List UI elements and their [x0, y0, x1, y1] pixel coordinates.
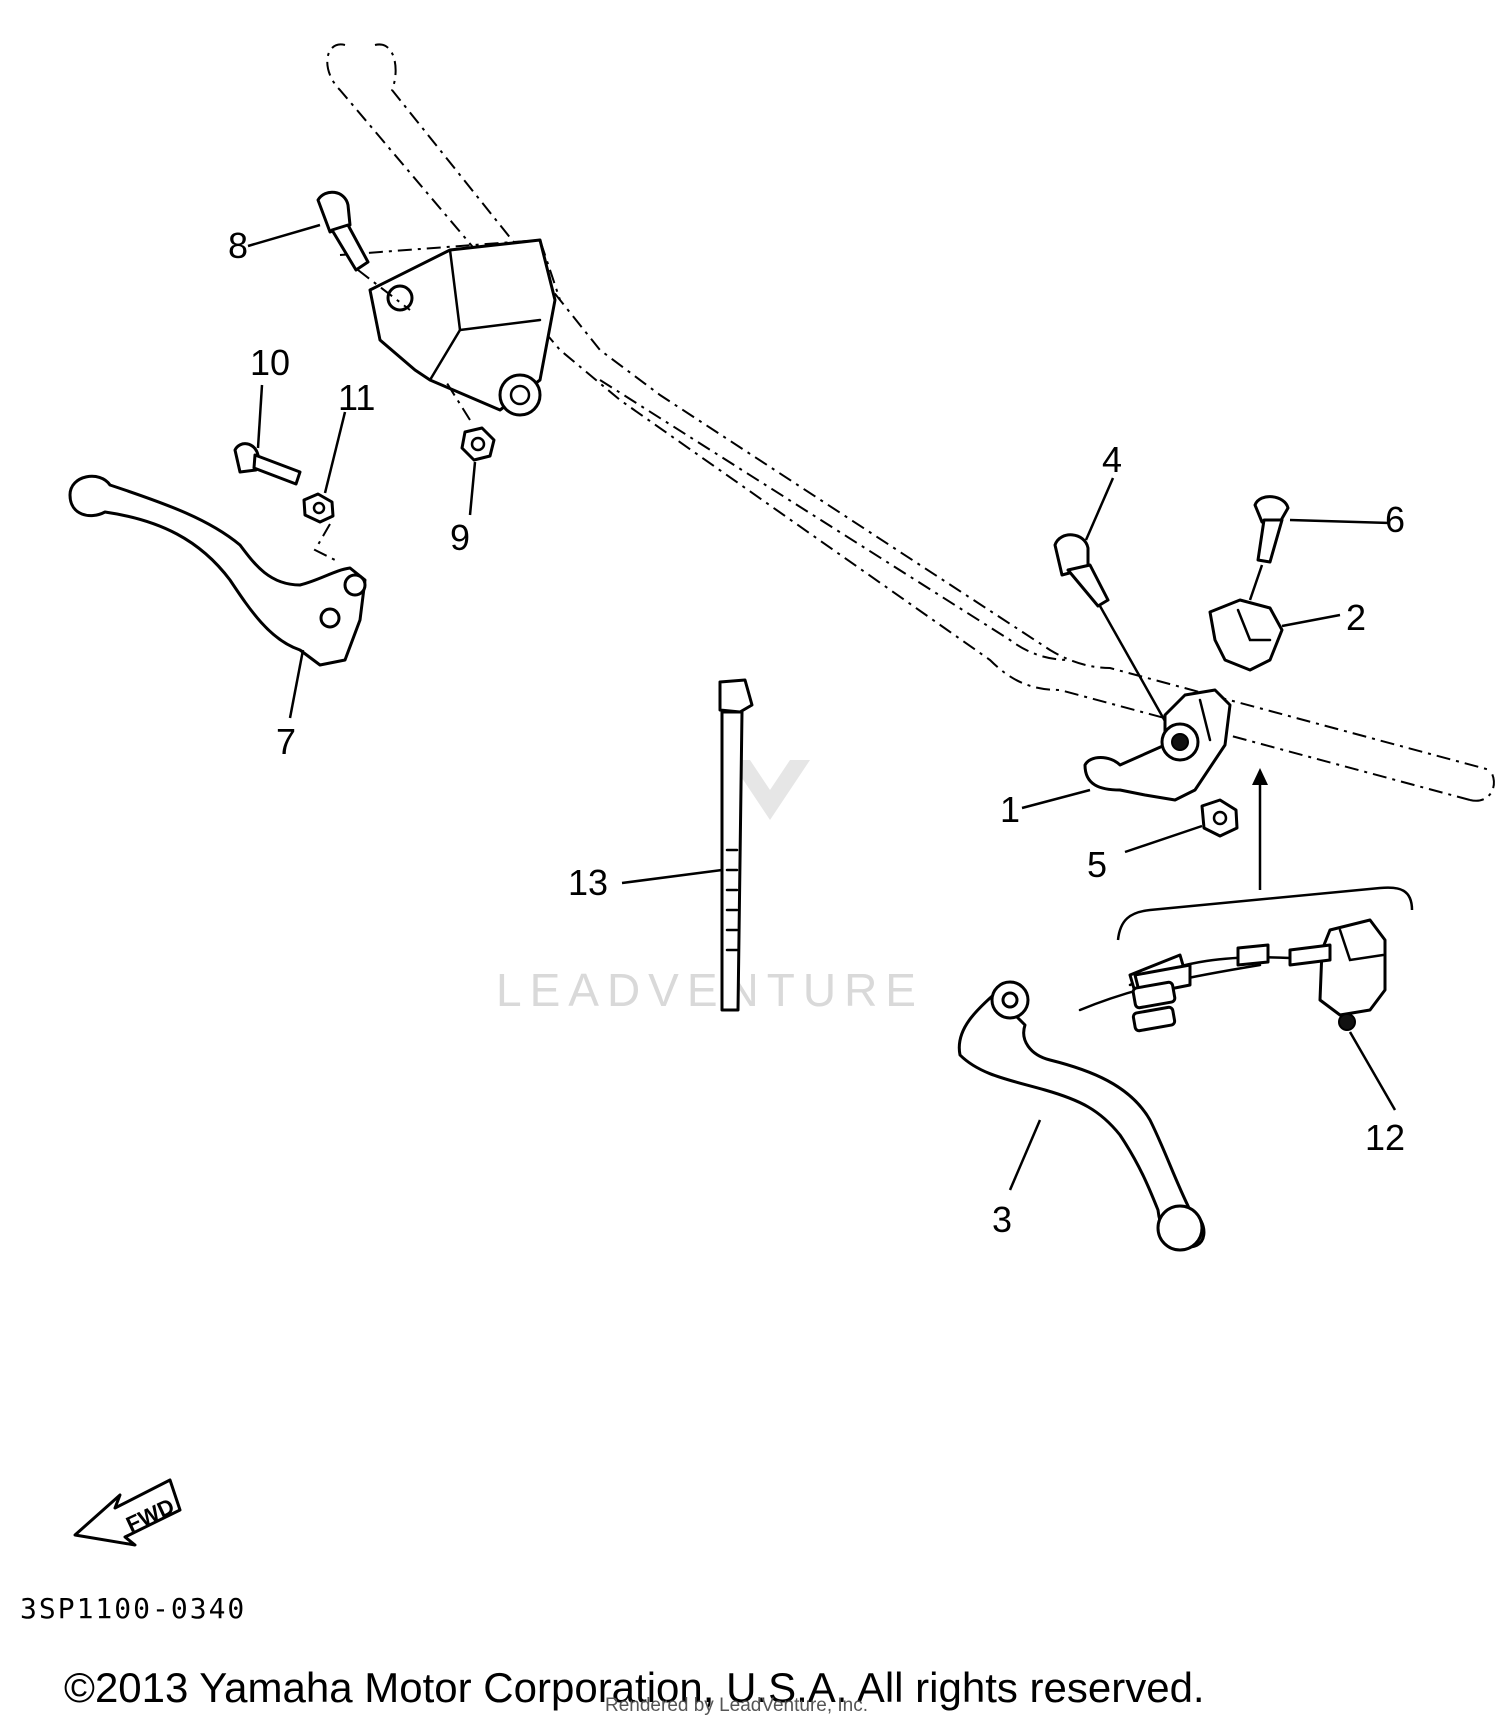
callout-4: 4	[1102, 439, 1122, 480]
cable-tie-13	[621, 678, 754, 1012]
callout-1: 1	[1000, 789, 1020, 830]
copyright-notice: ©2013 Yamaha Motor Corporation, U.S.A. A…	[64, 1664, 1205, 1711]
callout-2: 2	[1346, 597, 1366, 638]
callout-12: 12	[1365, 1117, 1405, 1158]
leadventure-watermark: LEADVENTURE	[496, 760, 924, 1016]
diagram-code: 3SP1100-0340	[20, 1592, 247, 1625]
bolt-8	[247, 190, 411, 311]
nut-5	[1124, 798, 1239, 854]
switch-12	[1078, 918, 1397, 1111]
bolt-4	[1053, 477, 1172, 731]
lever-7	[68, 474, 367, 719]
callout-10: 10	[250, 342, 290, 383]
bolt-6	[1248, 495, 1391, 601]
lever-3	[957, 980, 1206, 1252]
callout-6: 6	[1385, 499, 1405, 540]
handlebar	[326, 43, 1495, 802]
clamp-2	[1208, 598, 1341, 672]
callout-11: 11	[338, 377, 375, 418]
nut-9	[444, 379, 496, 516]
callout-9: 9	[450, 517, 470, 558]
callout-labels: 1 2 3 4 5 6 7 8 9 10 11 12 13	[228, 225, 1405, 1240]
callout-3: 3	[992, 1199, 1012, 1240]
switch-callout-arrow	[1116, 768, 1414, 941]
fwd-arrow: FWD	[73, 1478, 182, 1547]
perch-1	[1021, 688, 1232, 810]
bolt-10	[233, 384, 302, 486]
nut-11	[302, 411, 347, 561]
callout-8: 8	[228, 225, 248, 266]
watermark-text: LEADVENTURE	[496, 964, 924, 1016]
callout-7: 7	[276, 721, 296, 762]
callout-13: 13	[568, 862, 608, 903]
callout-5: 5	[1087, 844, 1107, 885]
rendered-by-note: Rendered by LeadVenture, Inc.	[605, 1695, 869, 1716]
master-cylinder	[368, 238, 557, 417]
